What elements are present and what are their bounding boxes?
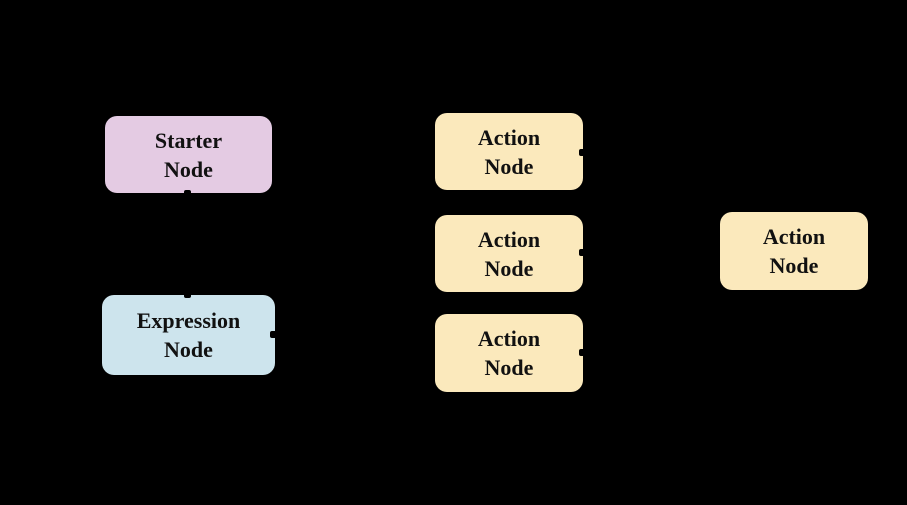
action-node-2-label-line2: Node	[484, 255, 534, 281]
action-node-right-label-line1: Action	[762, 224, 826, 249]
connector-stub-expression-right	[270, 331, 277, 338]
connector-stub-action1-right	[579, 149, 586, 156]
expression-node-label-line2: Node	[164, 337, 213, 362]
action-node-3-label-line2: Node	[484, 355, 534, 380]
connector-stub-expression-top	[184, 291, 191, 298]
expression-node[interactable]: Expression Node	[102, 295, 275, 375]
action-node-right-label-line2: Node	[769, 253, 819, 278]
starter-node-label-line2: Node	[164, 156, 213, 182]
action-node-3[interactable]: Action Node	[435, 314, 583, 392]
connector-stub-action3-right	[579, 349, 586, 356]
action-node-right[interactable]: Action Node	[720, 212, 868, 290]
action-node-1-label-line2: Node	[484, 153, 534, 179]
action-node-2-label-line1: Action	[477, 226, 541, 252]
expression-node-label-line1: Expression	[136, 308, 241, 333]
action-node-1-label-line1: Action	[477, 124, 541, 150]
connector-stub-action2-right	[579, 249, 586, 256]
action-node-2[interactable]: Action Node	[435, 215, 583, 292]
starter-node[interactable]: Starter Node	[105, 116, 272, 193]
connector-stub-starter-bottom	[184, 190, 191, 197]
action-node-3-label-line1: Action	[477, 326, 541, 351]
action-node-1[interactable]: Action Node	[435, 113, 583, 190]
starter-node-label-line1: Starter	[154, 127, 223, 153]
